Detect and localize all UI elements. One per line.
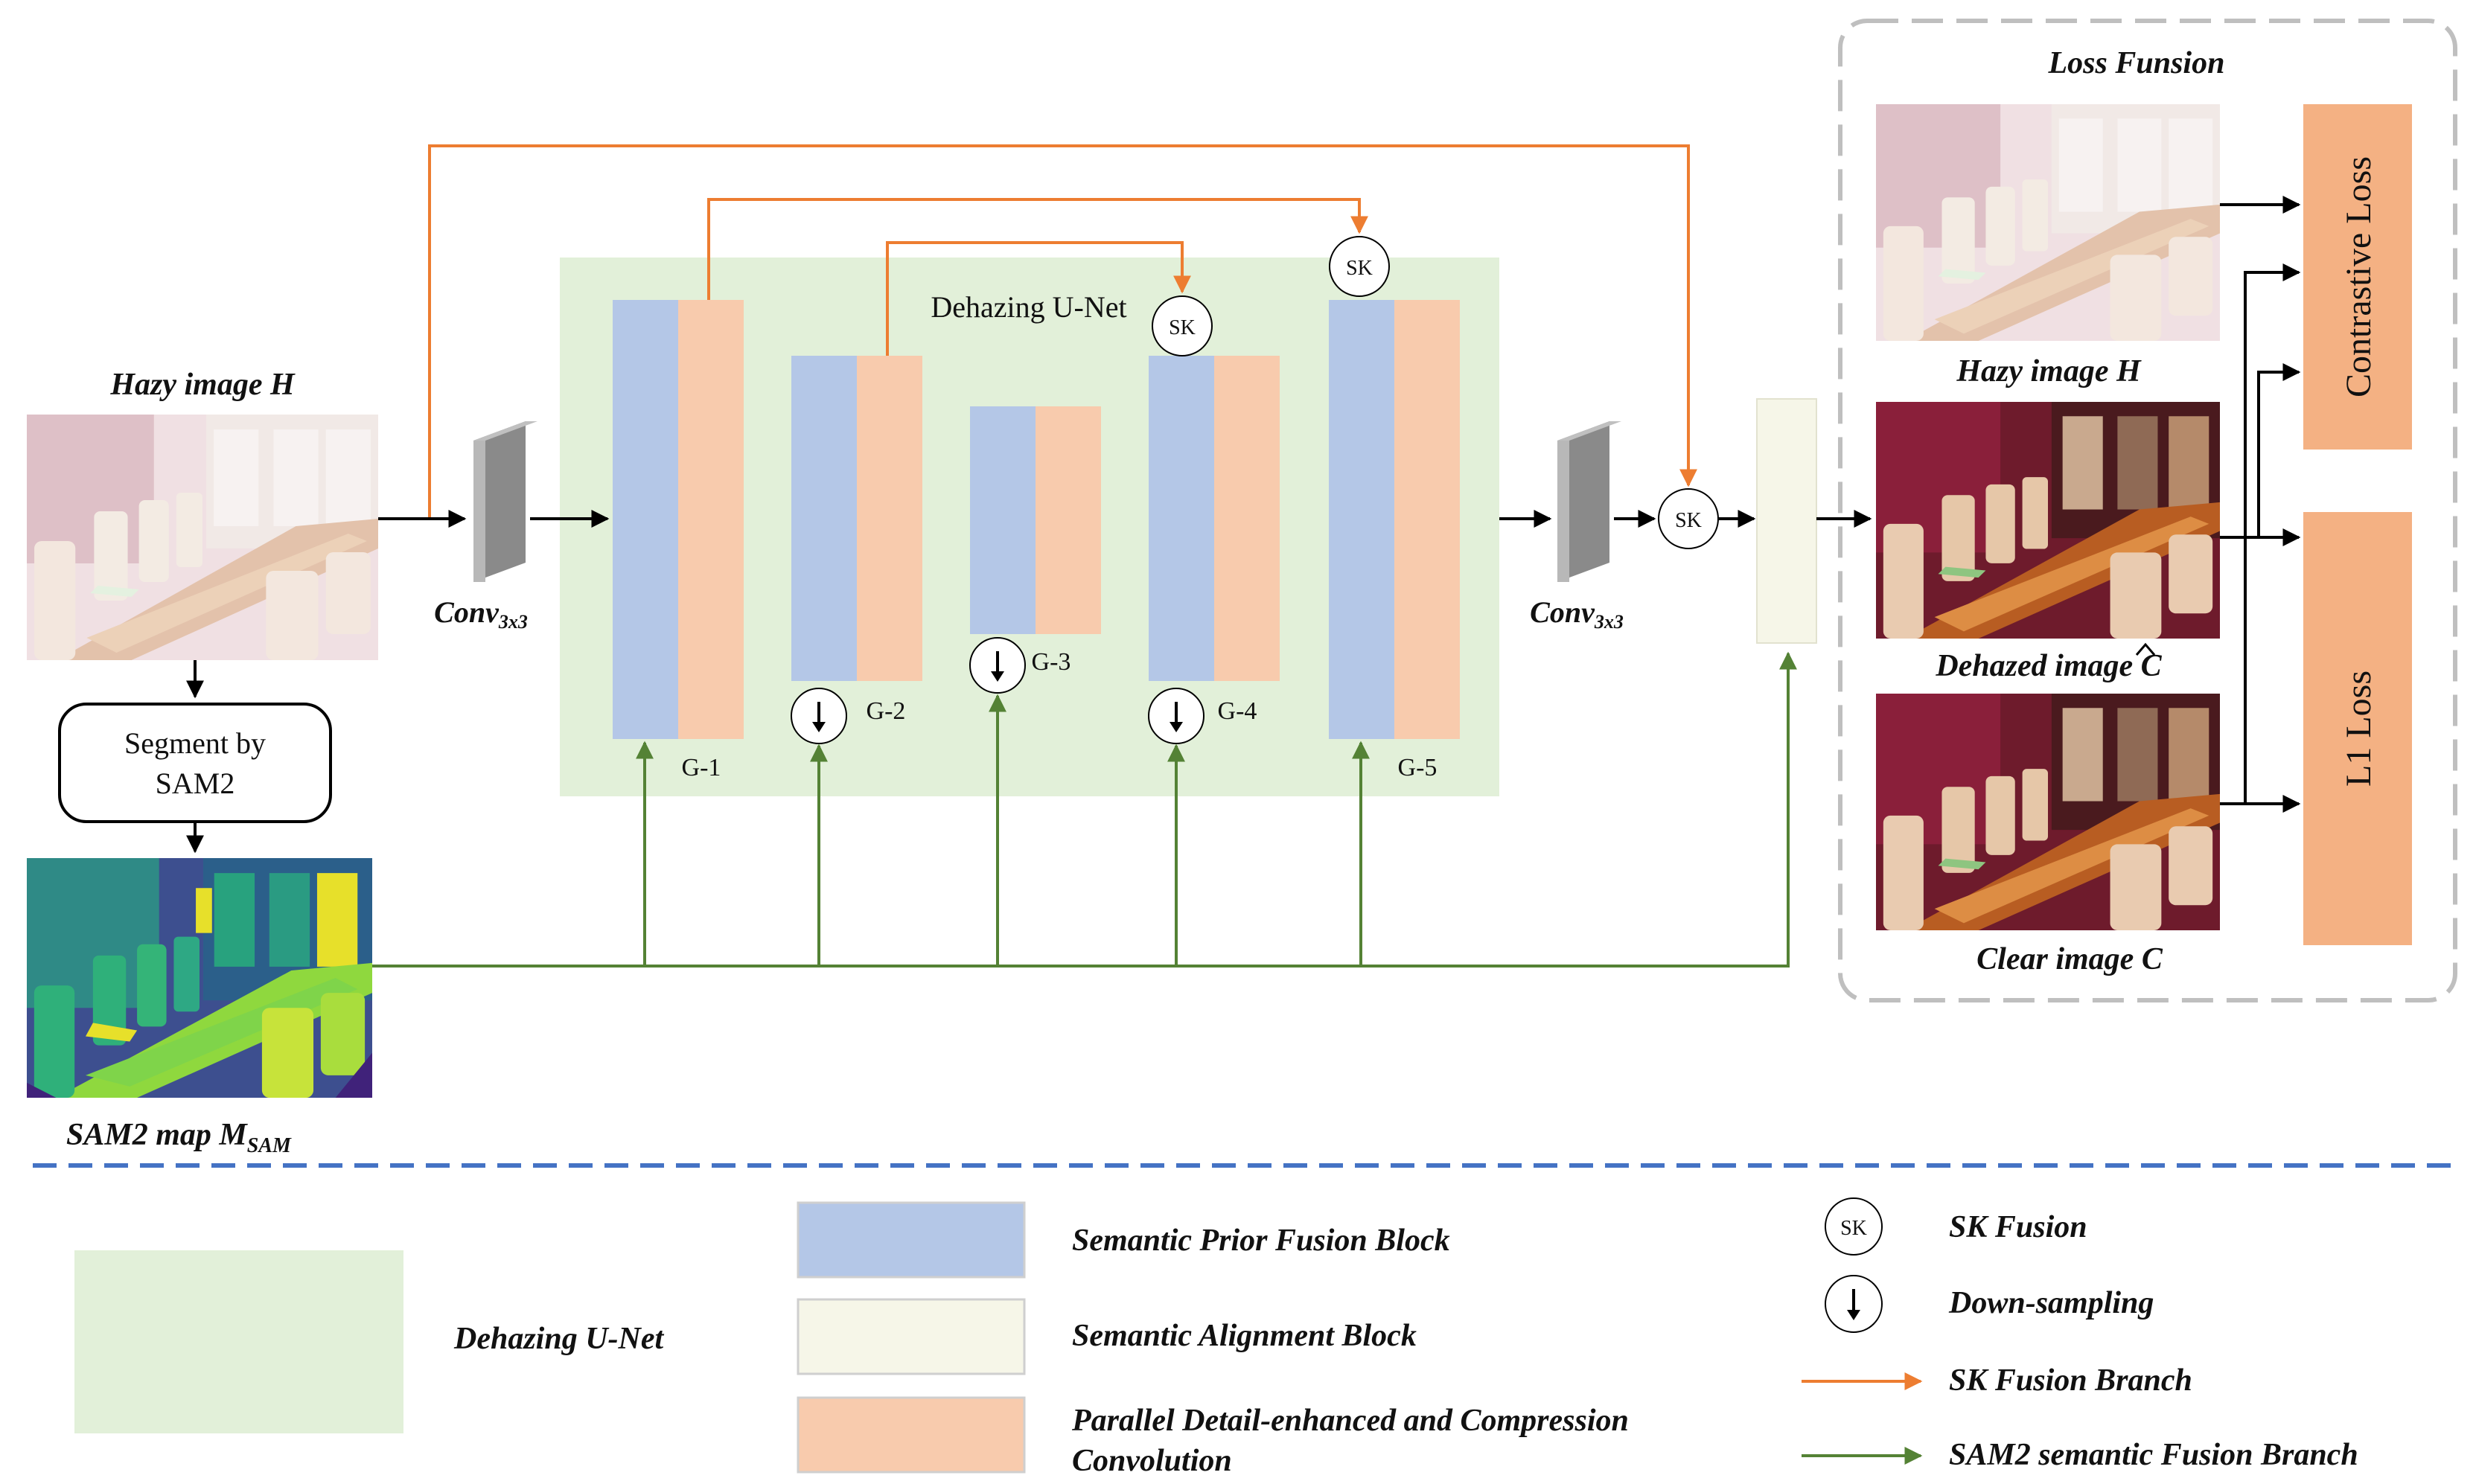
group-label-g5: G-5 (1398, 754, 1438, 781)
sk-label: SK (1346, 257, 1373, 280)
down-sampling-icon (1148, 688, 1205, 744)
unet-title: Dehazing U-Net (931, 290, 1126, 324)
legend-unet-label: Dehazing U-Net (453, 1322, 664, 1356)
conv-3x3-block-out (1557, 421, 1621, 582)
loss-connectors (2220, 196, 2301, 813)
legend-sam-branch-label: SAM2 semantic Fusion Branch (1949, 1438, 2358, 1472)
legend-sk-icon: SK (1825, 1197, 1883, 1256)
group-block-g1 (613, 300, 744, 739)
conv-3x3-block-in (473, 421, 537, 582)
sam2-map-image (27, 858, 372, 1098)
segment-sam2-label-line2: SAM2 (156, 767, 235, 800)
sam2-semantic-fusion-branch (372, 651, 1797, 968)
down-sampling-icon (969, 637, 1026, 694)
dehazed-label: Dehazed image C (1935, 649, 2162, 683)
l1-loss-box (2303, 512, 2412, 945)
conv-out-label: Conv3x3 (1530, 595, 1624, 633)
legend-spf-swatch (797, 1201, 1026, 1279)
legend-sk-branch-label: SK Fusion Branch (1949, 1363, 2192, 1398)
segment-sam2-label-line1: Segment by (124, 726, 266, 760)
legend-spf-label: Semantic Prior Fusion Block (1072, 1224, 1450, 1258)
dehazed-image (1876, 402, 2220, 639)
semantic-alignment-block (1756, 398, 1817, 644)
legend-down-label: Down-sampling (1948, 1286, 2154, 1320)
down-sampling-icon (791, 688, 847, 744)
legend-sab-label: Semantic Alignment Block (1072, 1319, 1417, 1353)
sk-fusion-node: SK (1658, 488, 1719, 549)
conv-in-label: Conv3x3 (434, 595, 528, 633)
group-label-g1: G-1 (682, 754, 721, 781)
legend-pdc-label-line1: Parallel Detail-enhanced and Compression (1071, 1404, 1629, 1438)
loss-hazy-image (1876, 104, 2220, 341)
sk-fusion-branch (428, 144, 1697, 519)
legend-down-sampling-icon (1825, 1275, 1883, 1333)
group-block-g4 (1149, 356, 1280, 681)
group-block-g3 (970, 406, 1101, 634)
sam2-map-label: SAM2 map MSAM (66, 1118, 292, 1157)
sk-label: SK (1169, 316, 1196, 339)
clear-image (1876, 694, 2220, 930)
group-block-g2 (791, 356, 922, 681)
legend-sk-label: SK Fusion (1949, 1210, 2087, 1244)
legend-pdc-swatch (797, 1396, 1026, 1474)
group-label-g4: G-4 (1218, 697, 1257, 725)
legend-unet-shape (74, 1250, 403, 1433)
legend-pdc-label-line2: Convolution (1072, 1444, 1232, 1478)
segment-sam2-box (58, 703, 332, 823)
contrastive-loss-box (2303, 104, 2412, 450)
legend-sab-swatch (797, 1298, 1026, 1375)
loss-panel-title: Loss Funsion (2048, 46, 2225, 80)
hazy-input-label: Hazy image H (109, 368, 296, 402)
sk-label: SK (1675, 509, 1702, 532)
clear-label: Clear image C (1976, 942, 2163, 976)
sk-label: SK (1840, 1217, 1867, 1240)
contrastive-loss-label: Contrastive Loss (2339, 156, 2378, 397)
l1-loss-label: L1 Loss (2339, 671, 2378, 787)
sk-fusion-node: SK (1152, 295, 1213, 356)
group-label-g3: G-3 (1032, 648, 1071, 676)
group-block-g5 (1329, 300, 1460, 739)
loss-panel (1838, 19, 2457, 1002)
loss-hazy-label: Hazy image H (1956, 354, 2142, 388)
sk-fusion-node: SK (1329, 236, 1390, 297)
group-label-g2: G-2 (867, 697, 906, 725)
hat-accent-icon (2135, 642, 2156, 656)
hazy-input-image (27, 415, 378, 660)
